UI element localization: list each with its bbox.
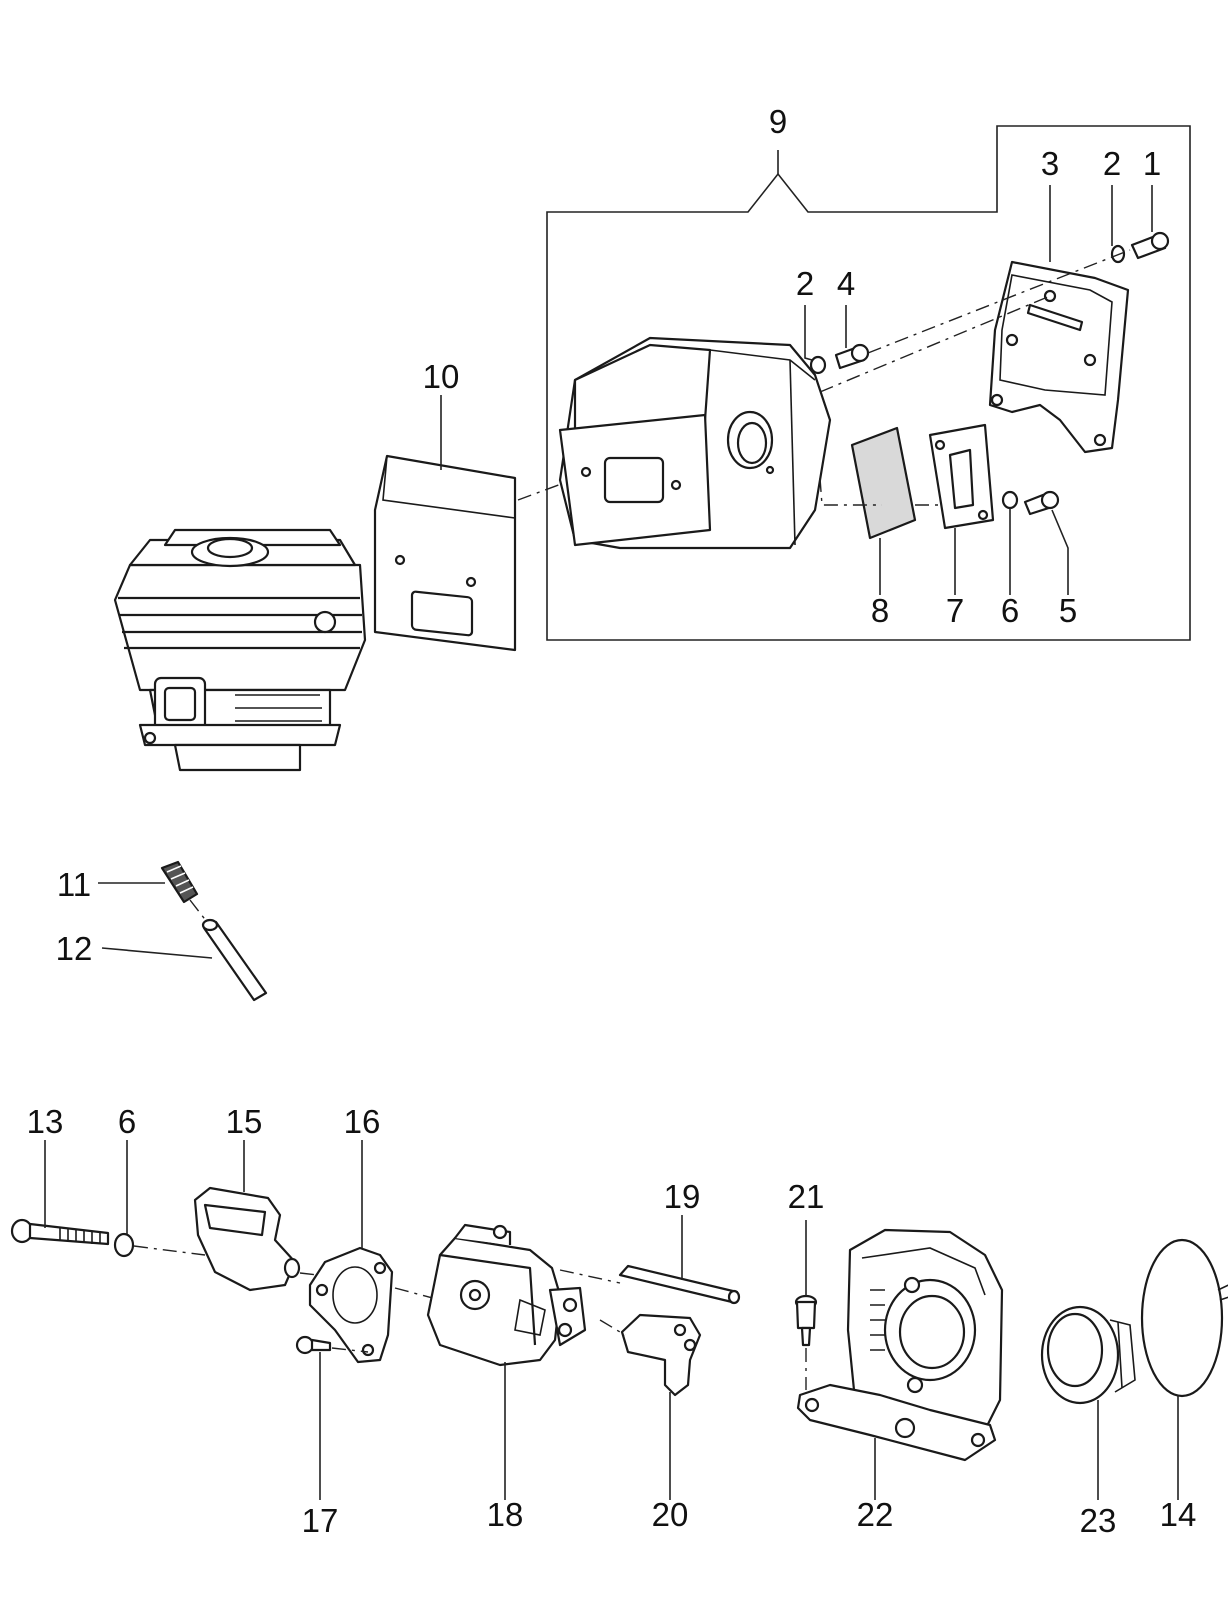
heat-shield-part [373,454,517,652]
lever-part [620,1313,702,1397]
axis-carb [559,1269,621,1284]
callout-6: 6 [1001,592,1019,629]
callout-8: 8 [871,592,889,629]
deflector-part [928,423,995,530]
hose-clamp-part [1140,1238,1228,1398]
callout-10: 10 [423,358,460,395]
carburetor-part [426,1223,587,1367]
callout-16: 16 [344,1103,381,1140]
callout-14: 14 [1160,1496,1197,1533]
leader-12 [101,947,213,959]
callout-18: 18 [487,1496,524,1533]
callout-23: 23 [1080,1502,1117,1539]
axis-lever [599,1319,626,1336]
leader-5 [1051,509,1069,595]
callout-11: 11 [57,866,91,903]
callout-13: 13 [27,1103,64,1140]
callout-2-lower: 2 [796,265,814,302]
bolt-21-part [794,1294,818,1347]
muffler-body-part [558,336,832,550]
callout-21: 21 [788,1178,825,1215]
callout-6-lower: 6 [118,1103,136,1140]
callout-17: 17 [302,1502,339,1539]
callout-7: 7 [946,592,964,629]
spark-screen-part [850,426,917,540]
callout-3: 3 [1041,145,1059,182]
callout-4: 4 [837,265,855,302]
tube-part [201,918,268,1002]
screw-part [834,231,1170,516]
callout-1: 1 [1143,145,1161,182]
cover-plate-part [988,260,1130,454]
spring-part [160,860,199,904]
axis-17 [331,1347,369,1353]
axis-10 [517,476,581,501]
cylinder-part [113,528,367,772]
muffler-assembly-bracket [546,125,1191,641]
callout-19: 19 [664,1178,701,1215]
callout-15: 15 [226,1103,263,1140]
long-bolt-part [10,1218,110,1246]
callout-5: 5 [1059,592,1077,629]
callout-9: 9 [769,103,787,140]
small-screw-part [295,1335,332,1355]
washer-6b-part [113,1232,135,1258]
intake-manifold-part [193,1186,301,1292]
callout-2: 2 [1103,145,1121,182]
axis-cover [819,249,1131,393]
rod-part [618,1264,741,1305]
axis-spring [189,899,208,923]
callout-20: 20 [652,1496,689,1533]
leader-2b [804,305,813,361]
filter-base-part [796,1228,1004,1462]
callout-12: 12 [56,930,93,967]
axis-screen [819,477,940,506]
gasket-part [308,1246,394,1364]
callout-22: 22 [857,1496,894,1533]
intake-ring-part [1040,1305,1136,1405]
